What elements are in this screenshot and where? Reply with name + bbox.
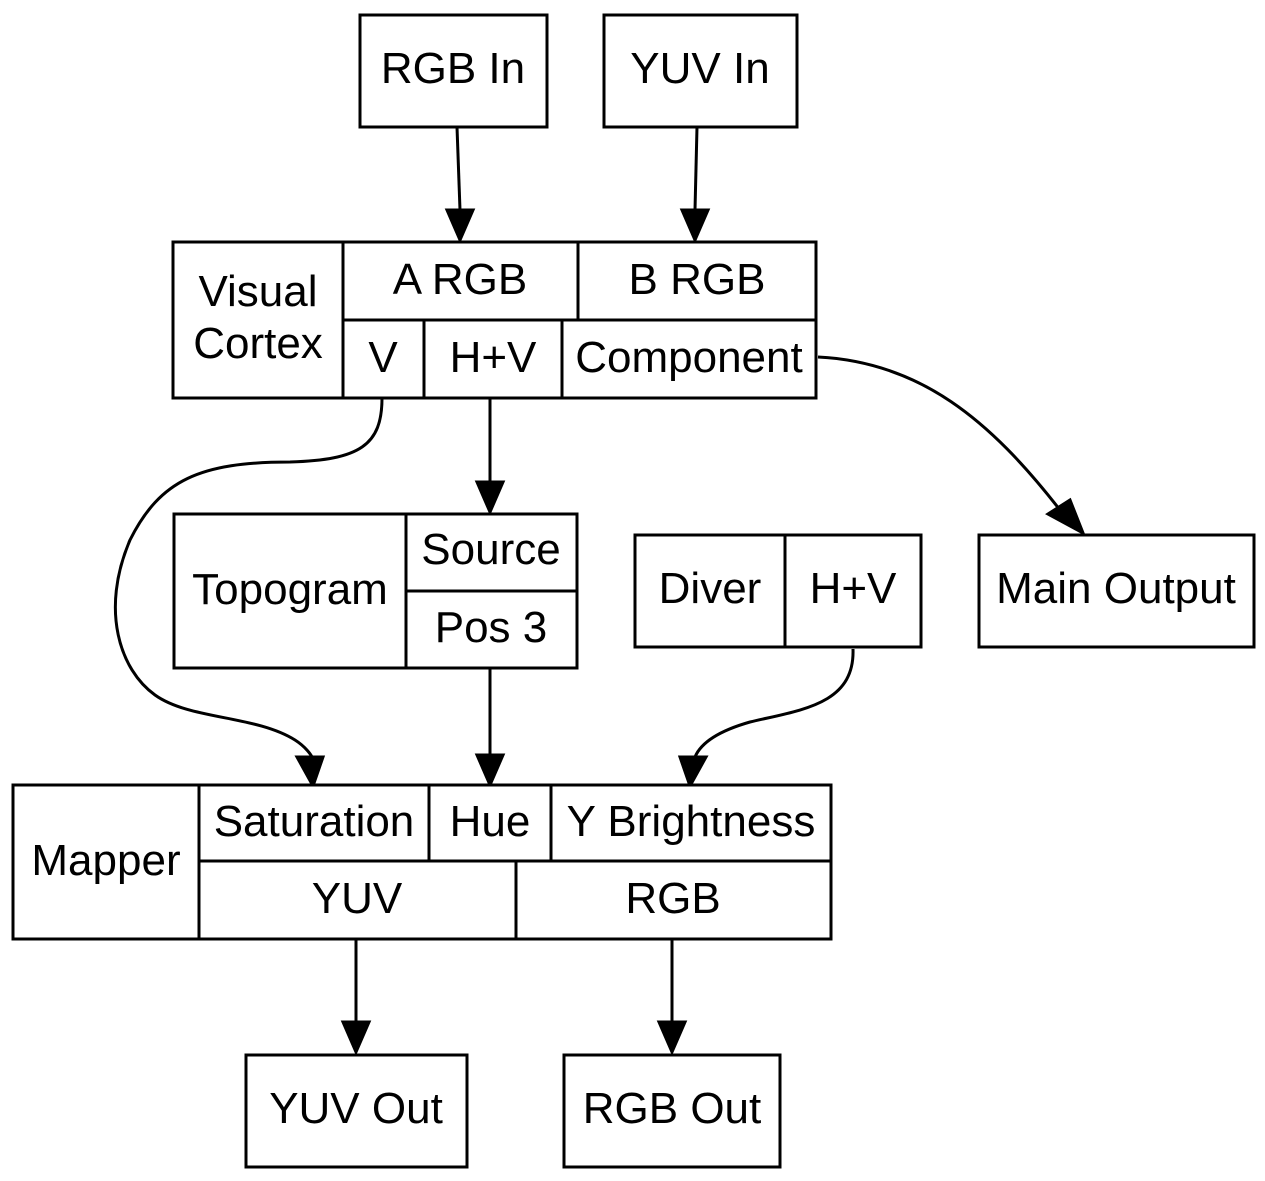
- node-diver: Diver H+V: [633, 533, 923, 649]
- visual-cortex-port-v: V: [368, 333, 398, 382]
- edge-diver-hv-to-y-brightness: [677, 648, 855, 790]
- edge-hv-to-source: [474, 398, 506, 516]
- node-topogram: Topogram Source Pos 3: [172, 512, 579, 670]
- topogram-port-source: Source: [421, 525, 560, 574]
- node-rgb-in: RGB In: [358, 13, 549, 129]
- mapper-port-hue: Hue: [450, 797, 531, 846]
- edge-component-to-main-output: [817, 355, 1086, 537]
- node-visual-cortex: Visual Cortex A RGB B RGB V H+V Componen…: [171, 240, 818, 400]
- edge-yuv-to-yuv-out: [340, 940, 372, 1056]
- mapper-port-saturation: Saturation: [214, 797, 415, 846]
- mapper-port-y-brightness: Y Brightness: [567, 797, 816, 846]
- visual-cortex-port-component: Component: [575, 333, 802, 382]
- node-mapper: Mapper Saturation Hue Y Brightness YUV R…: [11, 783, 833, 941]
- diver-port-hv: H+V: [810, 564, 897, 613]
- edge-rgb-in-to-a-rgb: [444, 126, 476, 244]
- node-yuv-in-label: YUV In: [630, 44, 769, 93]
- edge-pos3-to-hue: [474, 669, 506, 789]
- visual-cortex-port-hv: H+V: [450, 333, 537, 382]
- node-main-output: Main Output: [977, 533, 1256, 649]
- topogram-title: Topogram: [192, 565, 388, 614]
- edge-v-to-saturation: [113, 397, 384, 790]
- visual-cortex-port-a-rgb: A RGB: [393, 255, 528, 304]
- node-rgb-out-label: RGB Out: [583, 1084, 762, 1133]
- node-rgb-out: RGB Out: [562, 1053, 782, 1169]
- node-main-output-label: Main Output: [996, 564, 1236, 613]
- visual-cortex-title-line1: Visual: [198, 267, 317, 316]
- node-yuv-out: YUV Out: [244, 1053, 469, 1169]
- mapper-title: Mapper: [31, 836, 180, 885]
- edge-rgb-to-rgb-out: [656, 940, 688, 1056]
- topogram-port-pos3: Pos 3: [435, 603, 548, 652]
- node-rgb-in-label: RGB In: [381, 44, 525, 93]
- diver-title: Diver: [659, 564, 762, 613]
- node-yuv-in: YUV In: [602, 13, 799, 129]
- node-yuv-out-label: YUV Out: [269, 1084, 443, 1133]
- mapper-port-rgb: RGB: [625, 874, 720, 923]
- visual-cortex-title-line2: Cortex: [193, 319, 323, 368]
- mapper-port-yuv: YUV: [312, 874, 403, 923]
- edge-yuv-in-to-b-rgb: [679, 126, 711, 244]
- visual-cortex-port-b-rgb: B RGB: [629, 255, 766, 304]
